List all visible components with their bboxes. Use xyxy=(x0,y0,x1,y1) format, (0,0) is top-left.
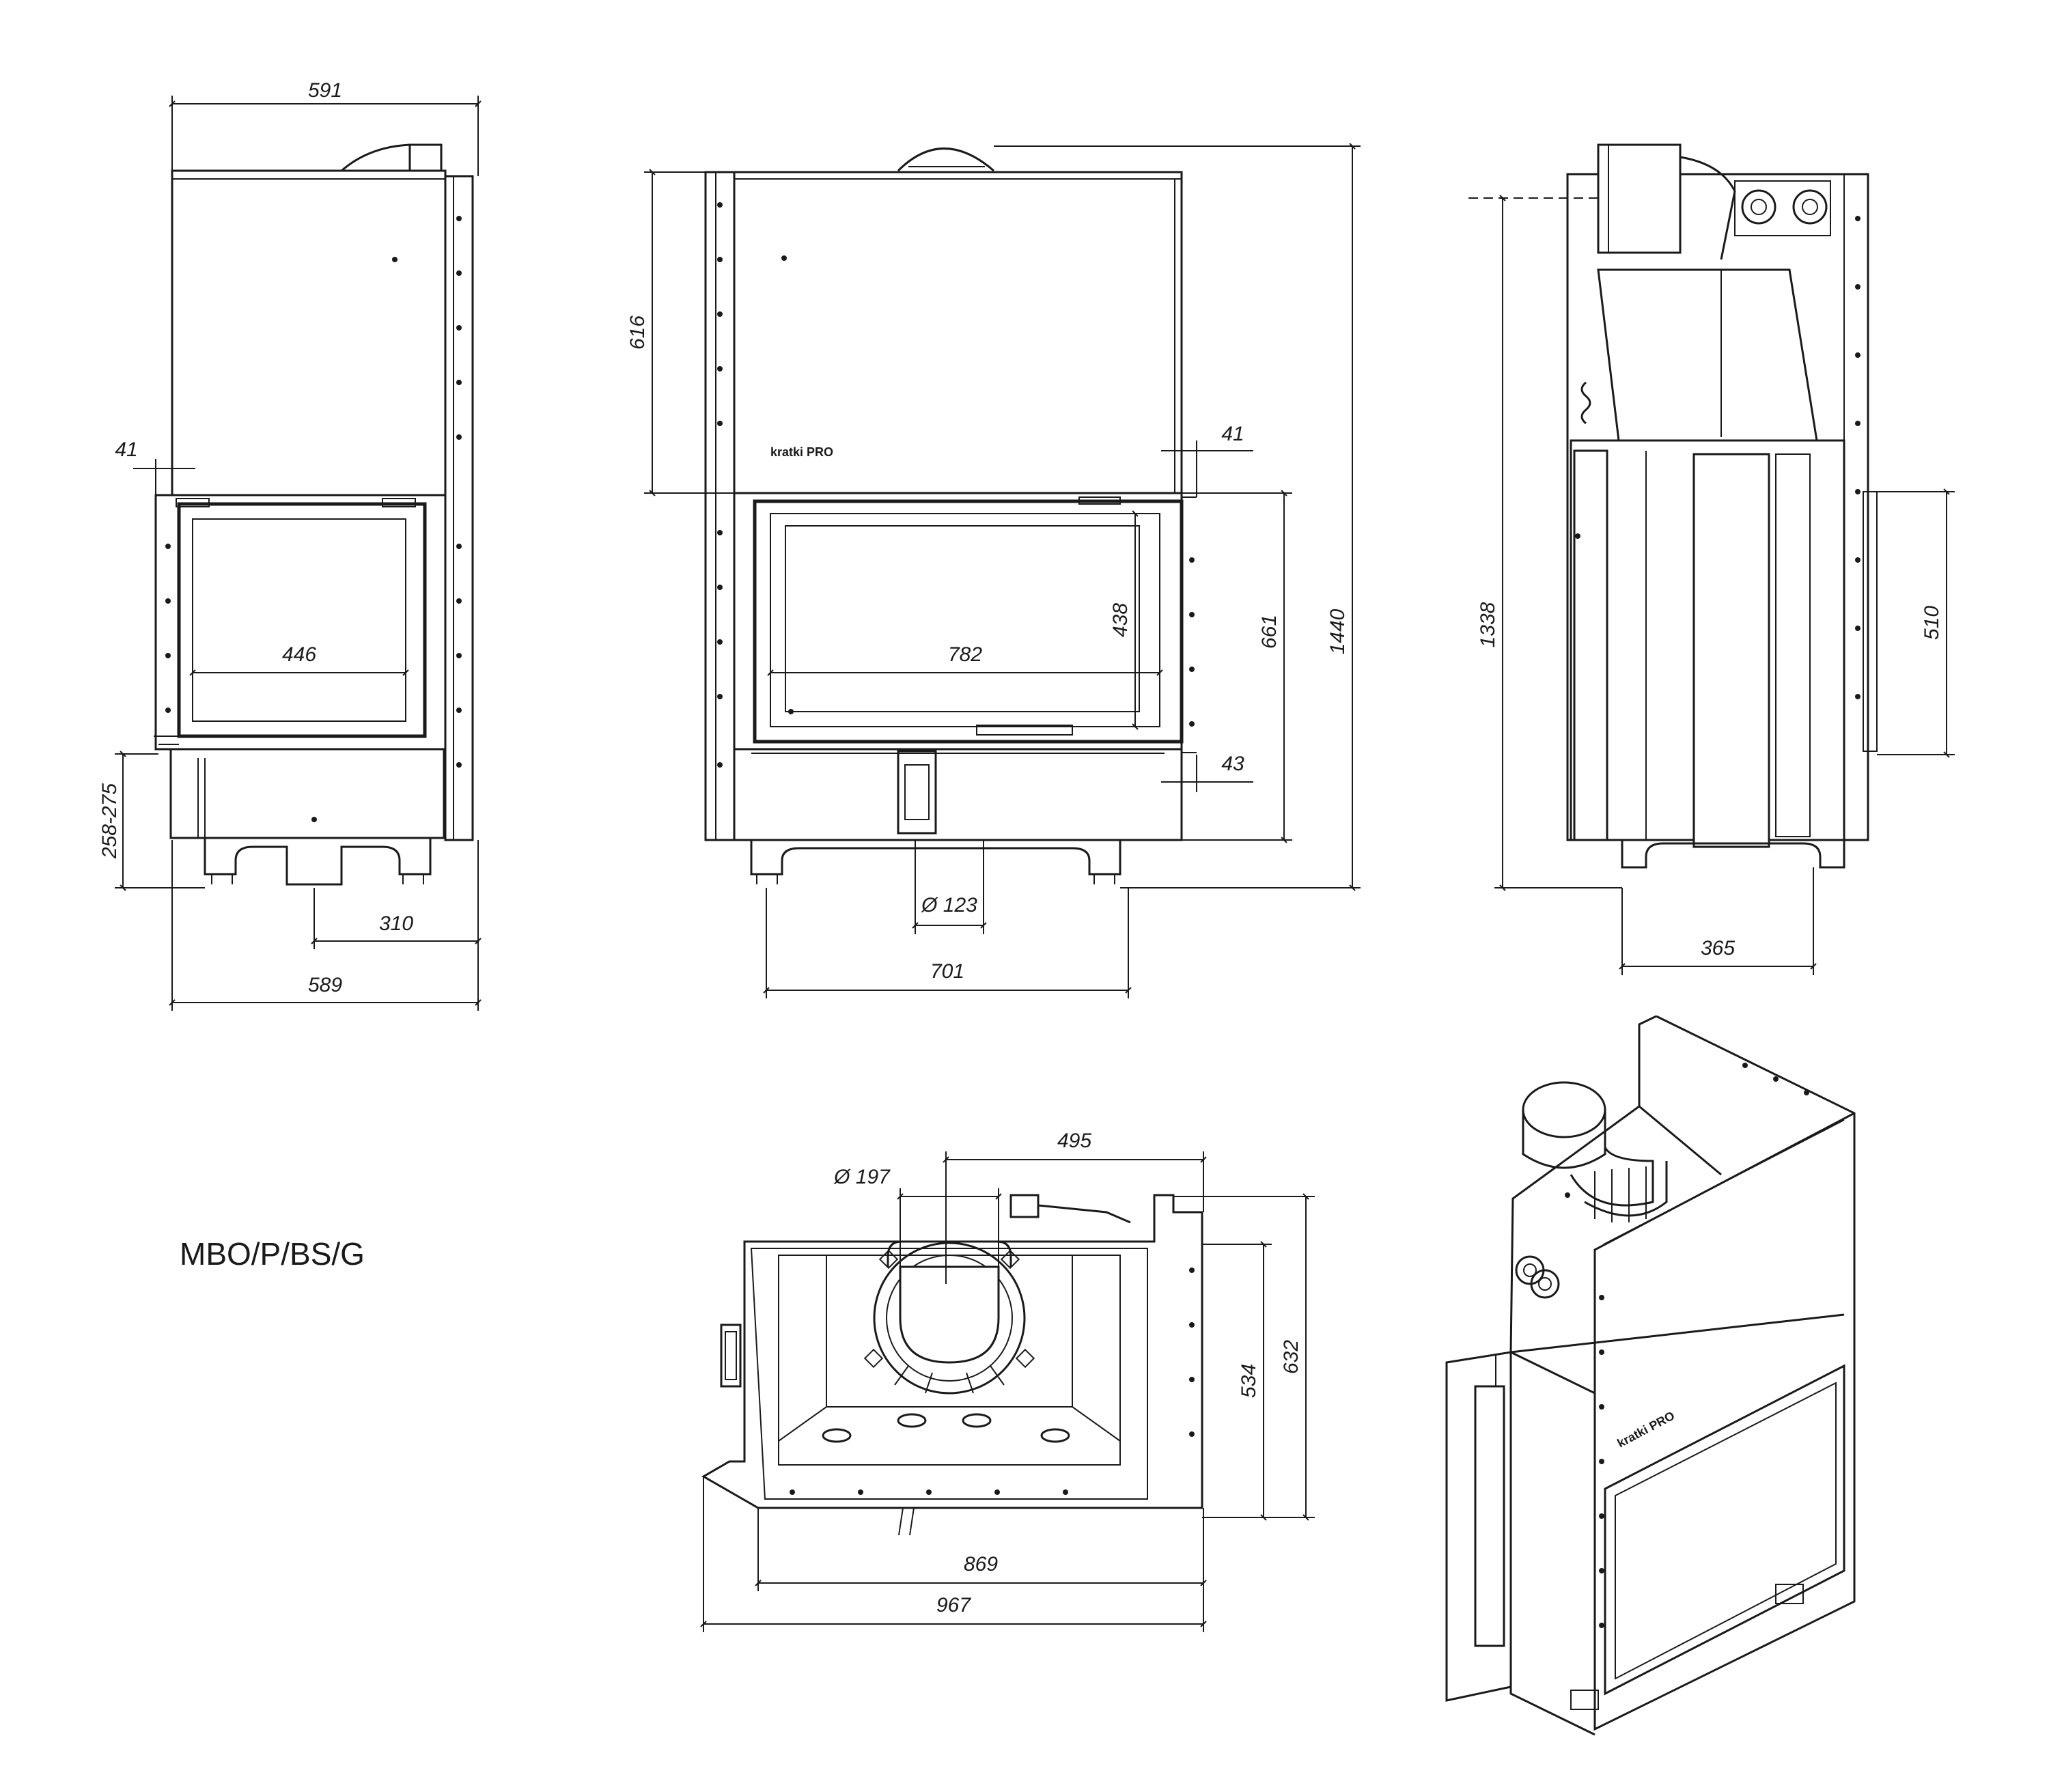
front-width-label: 701 xyxy=(930,960,964,983)
profile-depth-label: 365 xyxy=(1701,937,1735,960)
side-view: 591 41 446 258-275 310 589 xyxy=(98,79,482,1011)
top-depth-outer-label: 632 xyxy=(1280,1340,1302,1374)
profile-height-label: 1338 xyxy=(1477,602,1499,647)
model-label: MBO/P/BS/G xyxy=(180,1236,365,1272)
front-upper-height-label: 616 xyxy=(626,316,649,350)
front-bottom-offset-label: 43 xyxy=(1221,753,1244,775)
front-frame-offset-label: 41 xyxy=(1221,423,1244,445)
side-bottom-width-label: 589 xyxy=(308,974,342,996)
isometric-view: kratki PRO xyxy=(1445,1015,1856,1736)
side-top-width-label: 591 xyxy=(308,79,342,102)
brand-logo-iso: kratki PRO xyxy=(1615,1409,1677,1451)
front-glass-width-label: 782 xyxy=(948,643,982,666)
side-frame-offset-label: 41 xyxy=(115,438,137,461)
profile-view: 1338 510 365 xyxy=(1468,143,1955,975)
front-total-height-label: 1440 xyxy=(1326,608,1349,654)
top-flue-diameter-label: Ø 197 xyxy=(833,1166,891,1188)
front-view: kratki PRO 616 41 438 782 661 xyxy=(626,143,1361,998)
brand-logo: kratki PRO xyxy=(770,445,833,459)
front-inlet-diameter-label: Ø 123 xyxy=(921,894,977,916)
side-bottom-height-label: 258-275 xyxy=(98,783,121,859)
top-width-outer-label: 967 xyxy=(936,1594,971,1616)
side-flue-offset-label: 310 xyxy=(379,912,413,935)
top-flue-offset-label: 495 xyxy=(1057,1130,1091,1152)
top-view: 495 Ø 197 534 632 869 967 xyxy=(700,1130,1315,1632)
front-glass-height-label: 438 xyxy=(1109,603,1132,637)
top-depth-inner-label: 534 xyxy=(1238,1364,1260,1398)
side-glass-width-label: 446 xyxy=(282,643,316,666)
profile-door-height-label: 510 xyxy=(1921,606,1943,640)
top-width-inner-label: 869 xyxy=(964,1553,998,1576)
front-door-height-label: 661 xyxy=(1258,615,1281,649)
